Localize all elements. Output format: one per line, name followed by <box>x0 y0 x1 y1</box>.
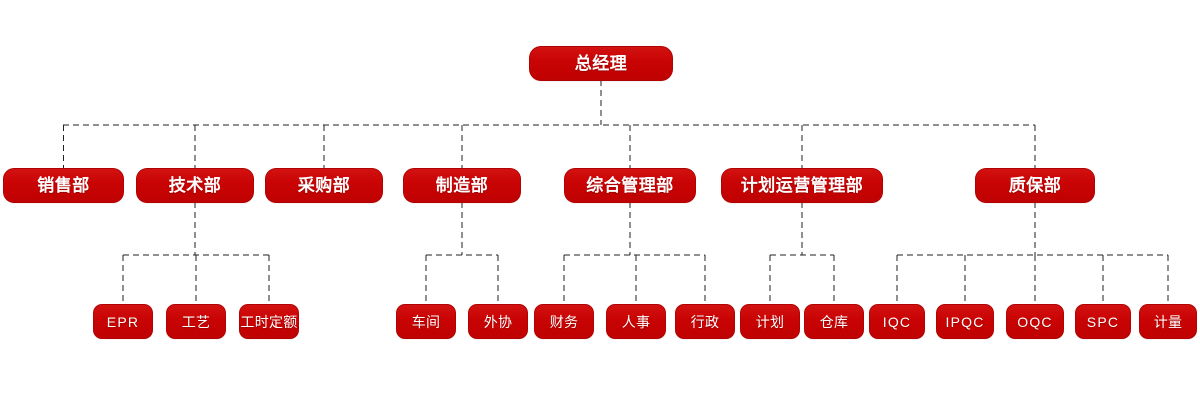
node-labor-quota-label: 工时定额 <box>240 313 298 330</box>
node-quality-label: 质保部 <box>1008 176 1062 195</box>
node-planning-ops-label: 计划运营管理部 <box>740 176 864 195</box>
node-warehouse-label: 仓库 <box>819 313 849 330</box>
node-plan-label: 计划 <box>755 313 785 330</box>
node-finance[interactable]: 财务 <box>535 305 593 338</box>
node-metrology-label: 计量 <box>1153 313 1183 330</box>
node-workshop[interactable]: 车间 <box>397 305 455 338</box>
node-outsourcing[interactable]: 外协 <box>469 305 527 338</box>
node-admin-label: 行政 <box>690 313 720 330</box>
node-oqc-label: OQC <box>1017 313 1053 330</box>
node-plan[interactable]: 计划 <box>741 305 799 338</box>
node-process-label: 工艺 <box>181 313 211 330</box>
node-metrology[interactable]: 计量 <box>1140 305 1196 338</box>
node-process[interactable]: 工艺 <box>167 305 225 338</box>
node-labor-quota[interactable]: 工时定额 <box>240 305 298 338</box>
node-planning-ops[interactable]: 计划运营管理部 <box>722 169 882 202</box>
node-sales[interactable]: 销售部 <box>4 169 123 202</box>
node-general-mgmt[interactable]: 综合管理部 <box>565 169 695 202</box>
node-epr-label: EPR <box>106 313 140 330</box>
node-warehouse[interactable]: 仓库 <box>805 305 863 338</box>
node-quality[interactable]: 质保部 <box>976 169 1094 202</box>
node-spc-label: SPC <box>1086 313 1120 330</box>
node-sales-label: 销售部 <box>37 176 90 195</box>
node-ipqc[interactable]: IPQC <box>937 305 993 338</box>
node-oqc[interactable]: OQC <box>1007 305 1063 338</box>
node-root[interactable]: 总经理 <box>530 47 672 80</box>
node-workshop-label: 车间 <box>411 313 441 330</box>
node-manufacture[interactable]: 制造部 <box>404 169 520 202</box>
node-technology[interactable]: 技术部 <box>137 169 253 202</box>
node-iqc[interactable]: IQC <box>870 305 924 338</box>
node-admin[interactable]: 行政 <box>676 305 734 338</box>
node-root-label: 总经理 <box>574 54 628 73</box>
node-finance-label: 财务 <box>549 313 579 330</box>
node-hr[interactable]: 人事 <box>607 305 665 338</box>
node-procurement[interactable]: 采购部 <box>266 169 382 202</box>
node-manufacture-label: 制造部 <box>435 176 489 195</box>
node-epr[interactable]: EPR <box>94 305 152 338</box>
node-iqc-label: IQC <box>882 313 912 330</box>
node-general-mgmt-label: 综合管理部 <box>586 176 674 195</box>
node-ipqc-label: IPQC <box>945 313 985 330</box>
node-technology-label: 技术部 <box>168 176 222 195</box>
node-procurement-label: 采购部 <box>297 176 351 195</box>
node-hr-label: 人事 <box>621 313 651 330</box>
node-outsourcing-label: 外协 <box>483 313 513 330</box>
node-spc[interactable]: SPC <box>1076 305 1130 338</box>
